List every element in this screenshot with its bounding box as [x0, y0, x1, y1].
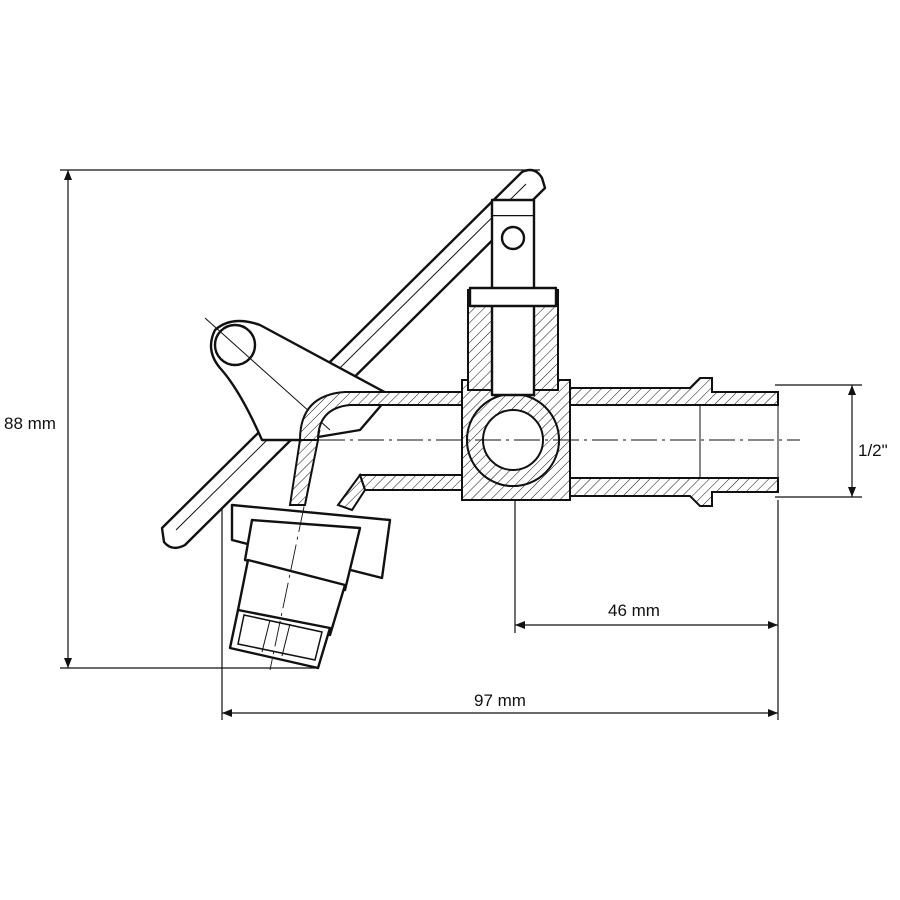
height-dimension: 88 mm: [2, 169, 540, 669]
valve-body: [280, 198, 800, 507]
length-dimension: 97 mm: [221, 500, 779, 720]
stem-hole: [500, 225, 526, 251]
thread-dimension: 1/2": [775, 384, 888, 498]
height-label: 88 mm: [4, 414, 56, 433]
length-label: 97 mm: [474, 691, 526, 710]
outlet-offset-label: 46 mm: [608, 601, 660, 620]
spout: [228, 429, 392, 671]
thread-label: 1/2": [858, 441, 888, 460]
handle-arm: [204, 317, 392, 442]
lever-plate: [160, 168, 547, 550]
outlet-offset-dimension: 46 mm: [514, 420, 779, 633]
